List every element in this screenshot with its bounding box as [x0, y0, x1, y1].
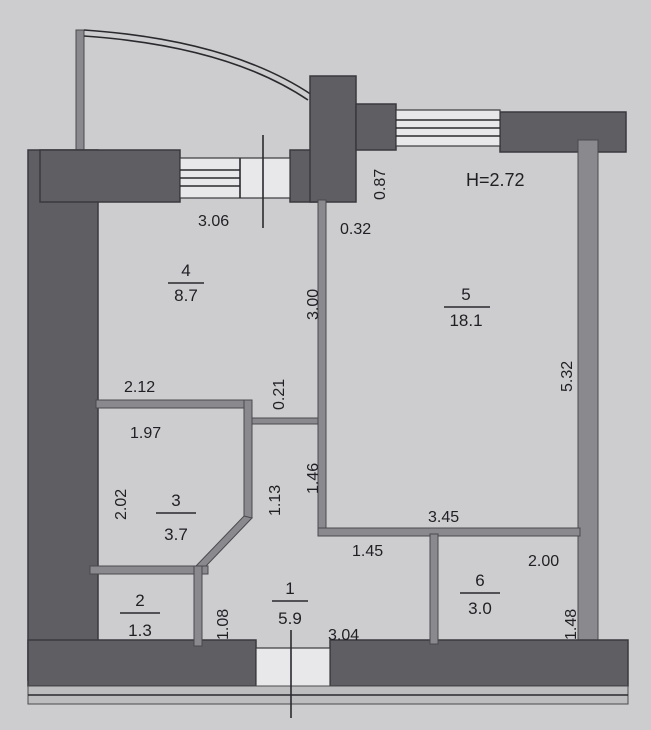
dimension-label: 2.12 [124, 379, 155, 396]
room-area: 8.7 [174, 286, 198, 305]
wall-3-bottom [89, 565, 209, 575]
room-number: 6 [475, 571, 484, 590]
interior-walls [89, 199, 581, 647]
ceiling-height: H=2.72 [466, 170, 525, 190]
room-3-label: 3 3.7 [156, 491, 196, 544]
room-number: 4 [181, 261, 190, 280]
dimension-label: 3.00 [305, 289, 322, 320]
room-area: 5.9 [278, 609, 302, 628]
wall-6-left [429, 533, 439, 645]
dimension-label: 1.45 [352, 543, 383, 560]
dimension-label: 0.32 [340, 221, 371, 238]
dimension-label: 2.00 [528, 553, 559, 570]
room-number: 2 [135, 591, 144, 610]
dimension-label: 1.46 [305, 463, 322, 494]
pillar-cap [355, 103, 397, 151]
right-wall [577, 139, 599, 641]
dimension-label: 1.13 [267, 485, 284, 516]
room-number: 3 [171, 491, 180, 510]
dimension-label: 0.21 [271, 379, 288, 410]
room-area: 3.0 [468, 599, 492, 618]
dimension-label: 3.04 [328, 627, 359, 644]
dimension-label: 5.32 [559, 361, 576, 392]
room-2-label: 2 1.3 [120, 591, 160, 640]
left-wall [27, 149, 99, 681]
wall-3-right [243, 399, 253, 519]
dimension-label: 0.87 [372, 169, 389, 200]
bottom-left-wall [27, 639, 257, 687]
dimension-label: 1.97 [130, 425, 161, 442]
central-pillar [309, 75, 357, 203]
dimension-label: 2.02 [113, 489, 130, 520]
dimension-labels: 3.06 0.87 0.32 3.00 2.12 0.21 1.97 2.02 … [113, 169, 580, 644]
room-6-label: 6 3.0 [460, 571, 500, 618]
room-area: 3.7 [164, 525, 188, 544]
room-1-label: 1 5.9 [272, 579, 308, 628]
windows [27, 109, 629, 705]
entrance-door [255, 647, 331, 689]
outer-walls [27, 75, 629, 687]
dimension-label: 3.06 [198, 213, 229, 230]
room-area: 1.3 [128, 621, 152, 640]
room-area: 18.1 [449, 311, 482, 330]
room-number: 5 [461, 285, 470, 304]
room-number: 1 [285, 579, 294, 598]
top-left-wall [39, 149, 181, 203]
dimension-label: 1.08 [215, 609, 232, 640]
dimension-ticks [262, 135, 292, 718]
wall-2-right [193, 565, 203, 647]
dimension-label: 1.48 [563, 609, 580, 640]
wall-4-3 [95, 399, 253, 409]
wall-corridor-top [251, 417, 319, 425]
wall-5-bottom [317, 527, 581, 537]
room-5-label: 5 18.1 [444, 285, 490, 330]
top-right-wall [499, 111, 627, 153]
room-4-label: 4 8.7 [168, 261, 204, 305]
dimension-label: 3.45 [428, 509, 459, 526]
bottom-right-wall [329, 639, 629, 687]
